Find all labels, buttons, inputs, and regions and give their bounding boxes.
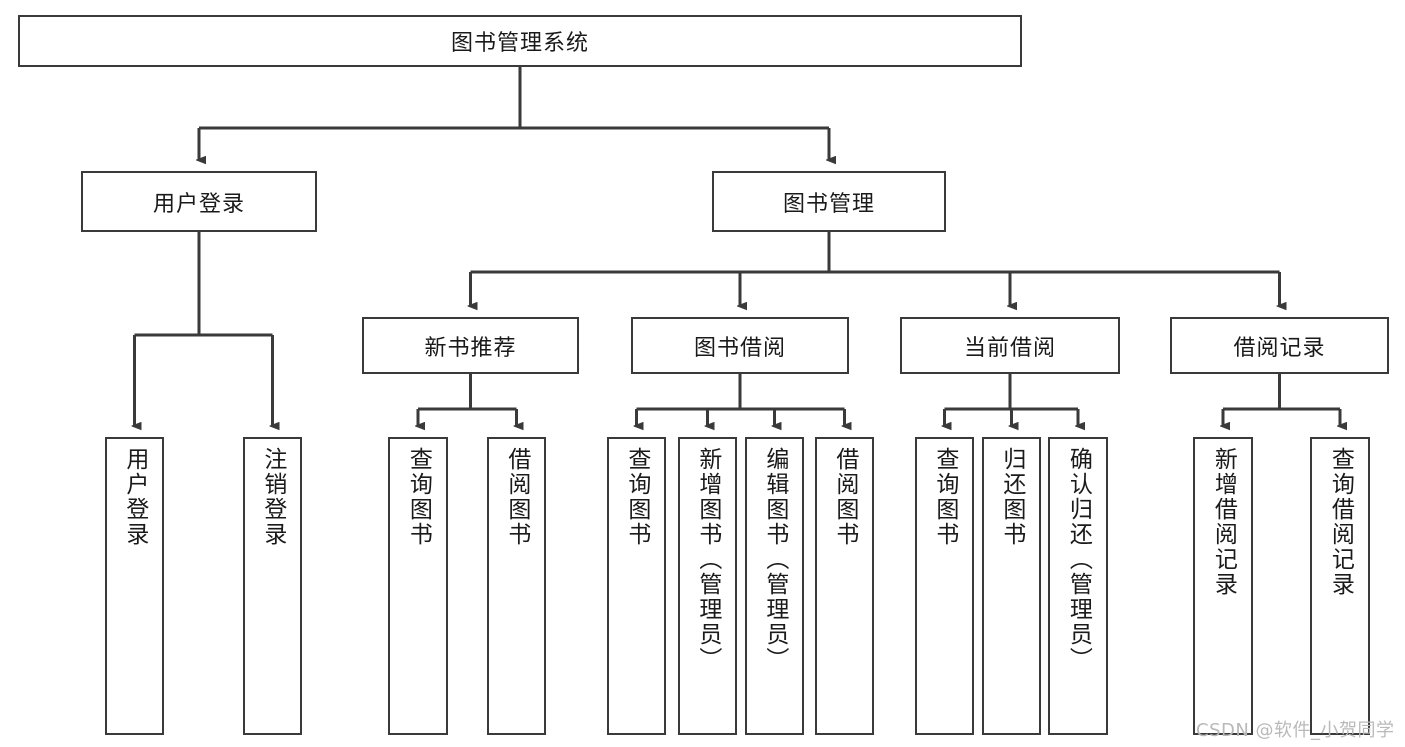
node-leaf-add-record[interactable]: 新增借阅记录 (1193, 437, 1253, 735)
node-book-borrow-label: 图书借阅 (693, 335, 786, 361)
node-leaf-return-book[interactable]: 归还图书 (982, 437, 1041, 735)
node-leaf-borrow-book-2-label: 借阅图书 (831, 447, 858, 547)
node-book-manage-label: 图书管理 (782, 191, 875, 217)
node-leaf-confirm-return-label: 确认归还（管理员） (1065, 447, 1092, 672)
node-root[interactable]: 图书管理系统 (18, 15, 1022, 67)
node-leaf-user-login-label: 用户登录 (121, 447, 148, 547)
node-leaf-query-record[interactable]: 查询借阅记录 (1310, 437, 1370, 735)
watermark: CSDN @软件_小贺同学 (1196, 720, 1395, 741)
node-leaf-edit-book-label: 编辑图书（管理员） (761, 447, 788, 672)
node-book-manage[interactable]: 图书管理 (712, 171, 946, 232)
node-leaf-add-book-label: 新增图书（管理员） (694, 447, 721, 672)
node-leaf-borrow-book-2[interactable]: 借阅图书 (815, 437, 874, 735)
node-leaf-query-book-2-label: 查询图书 (623, 447, 650, 547)
node-root-label: 图书管理系统 (450, 31, 589, 56)
node-current-borrow[interactable]: 当前借阅 (900, 317, 1120, 374)
node-leaf-query-book-1[interactable]: 查询图书 (388, 437, 448, 735)
node-user-login[interactable]: 用户登录 (81, 171, 317, 232)
node-leaf-logout[interactable]: 注销登录 (243, 437, 302, 735)
node-leaf-return-book-label: 归还图书 (998, 447, 1025, 547)
node-leaf-add-record-label: 新增借阅记录 (1210, 447, 1237, 597)
node-new-book-rec[interactable]: 新书推荐 (362, 317, 579, 374)
node-leaf-borrow-book-1-label: 借阅图书 (503, 447, 530, 547)
node-borrow-record-label: 借阅记录 (1233, 335, 1326, 361)
node-leaf-query-book-1-label: 查询图书 (405, 447, 432, 547)
node-leaf-query-book-2[interactable]: 查询图书 (607, 437, 666, 735)
node-current-borrow-label: 当前借阅 (963, 335, 1056, 361)
node-leaf-query-book-3-label: 查询图书 (931, 447, 958, 547)
node-leaf-query-book-3[interactable]: 查询图书 (915, 437, 974, 735)
node-leaf-edit-book[interactable]: 编辑图书（管理员） (745, 437, 804, 735)
node-leaf-user-login[interactable]: 用户登录 (105, 437, 164, 735)
node-leaf-borrow-book-1[interactable]: 借阅图书 (487, 437, 546, 735)
node-book-borrow[interactable]: 图书借阅 (631, 317, 849, 374)
node-leaf-query-record-label: 查询借阅记录 (1327, 447, 1354, 597)
node-leaf-logout-label: 注销登录 (259, 447, 286, 547)
node-leaf-add-book[interactable]: 新增图书（管理员） (678, 437, 737, 735)
node-leaf-confirm-return[interactable]: 确认归还（管理员） (1048, 437, 1108, 735)
node-user-login-label: 用户登录 (152, 191, 245, 217)
node-new-book-rec-label: 新书推荐 (424, 335, 517, 361)
node-borrow-record[interactable]: 借阅记录 (1170, 317, 1389, 374)
